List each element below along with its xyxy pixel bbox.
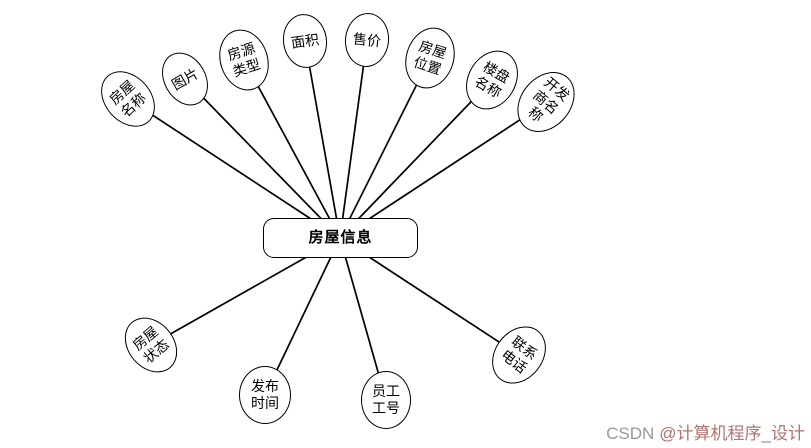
entity-label: 房屋信息 — [308, 229, 373, 246]
attribute-label: 售价 — [352, 30, 382, 50]
attribute-label: 发布时间 — [251, 378, 279, 411]
attribute-label: 员工工号 — [371, 383, 400, 416]
attribute-label: 房屋状态 — [129, 323, 172, 367]
edge — [243, 59, 341, 239]
edge — [339, 57, 431, 239]
attribute-node-publish-time: 发布时间 — [239, 366, 291, 424]
entity-node-house-info: 房屋信息 — [263, 218, 418, 258]
attribute-label: 面积 — [289, 30, 320, 51]
attribute-label: 联系电话 — [498, 333, 541, 377]
attribute-label: 房源类型 — [225, 39, 263, 80]
attribute-label: 图片 — [168, 64, 201, 93]
edge — [339, 79, 493, 239]
attribute-label: 房屋名称 — [106, 77, 150, 121]
edge — [304, 40, 341, 239]
attribute-node-employee-id: 员工工号 — [361, 371, 411, 429]
watermark-handle: @计算机程序_设计 — [659, 424, 805, 443]
edge — [184, 78, 341, 239]
attribute-label: 房屋位置 — [411, 37, 449, 78]
edge — [127, 98, 341, 239]
watermark: CSDN@计算机程序_设计 — [606, 419, 805, 444]
attribute-label: 楼盘名称 — [471, 58, 513, 101]
watermark-prefix: CSDN — [606, 424, 655, 443]
edge — [339, 39, 368, 239]
edge — [339, 101, 548, 239]
